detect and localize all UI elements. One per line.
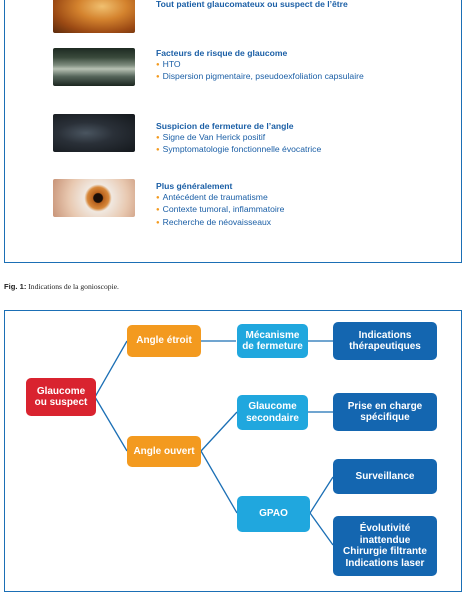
- indications-panel: Tout patient glaucomateux ou suspect de …: [4, 0, 462, 263]
- node-unexpected-progression: Évolutivité inattendue Chirurgie filtran…: [333, 516, 437, 576]
- node-therapeutic-indications: Indications thérapeutiques: [333, 322, 437, 360]
- indication-title: Facteurs de risque de glaucome: [156, 48, 288, 58]
- indication-title: Tout patient glaucomateux ou suspect de …: [156, 0, 348, 9]
- indication-title: Suspicion de fermeture de l’angle: [156, 121, 294, 131]
- node-closure-mechanism: Mécanisme de fermeture: [237, 324, 308, 358]
- indication-point: Dispersion pigmentaire, pseudoexfoliatio…: [156, 71, 456, 84]
- figure-caption: Fig. 1: Indications de la gonioscopie.: [4, 282, 119, 291]
- angle-photo: [53, 48, 135, 86]
- eye-photo: [53, 179, 135, 217]
- node-surveillance: Surveillance: [333, 459, 437, 494]
- indication-title: Plus généralement: [156, 181, 233, 191]
- node-specific-management: Prise en charge spécifique: [333, 393, 437, 431]
- connector-open-secondary: [200, 411, 238, 452]
- node-gpao: GPAO: [237, 496, 310, 532]
- node-open-angle: Angle ouvert: [127, 436, 201, 467]
- connector-root-narrow: [94, 340, 128, 398]
- indication-point: Recherche de néovaisseaux: [156, 217, 456, 230]
- indication-point: Signe de Van Herick positif: [156, 132, 456, 145]
- slit-lamp-photo: [53, 114, 135, 152]
- node-glaucoma-or-suspect: Glaucome ou suspect: [26, 378, 96, 416]
- node-secondary-glaucoma: Glaucome secondaire: [237, 395, 308, 430]
- node-narrow-angle: Angle étroit: [127, 325, 201, 357]
- connector-gpao-unexpected: [309, 512, 334, 546]
- indication-point: Contexte tumoral, inflammatoire: [156, 204, 456, 217]
- figure-caption-text: Indications de la gonioscopie.: [28, 282, 119, 291]
- indication-point: Antécédent de traumatisme: [156, 192, 456, 205]
- figure-label: Fig. 1:: [4, 282, 27, 291]
- connector-open-gpao: [200, 450, 238, 514]
- indication-point: Symptomatologie fonctionnelle évocatrice: [156, 144, 456, 157]
- connector-root-open: [94, 396, 128, 452]
- connector-gpao-surveillance: [309, 476, 334, 514]
- indication-point: HTO: [156, 59, 456, 72]
- fundus-photo: [53, 0, 135, 33]
